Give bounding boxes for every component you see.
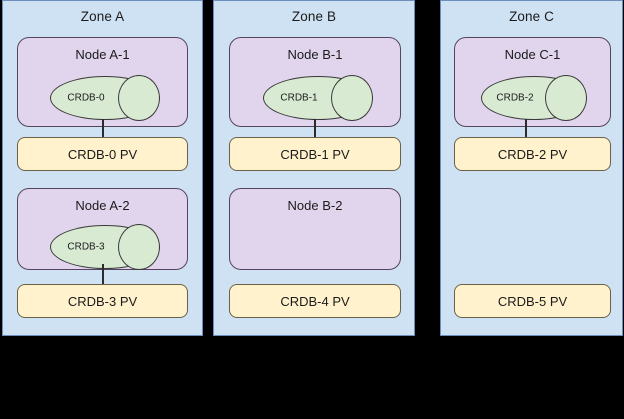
node-box-a-2: Node A-2 CRDB-3 [17,188,188,270]
pv-box-crdb-4: CRDB-4 PV [229,284,401,318]
node-label-a-1: Node A-1 [75,47,130,62]
pv-label-crdb-2: CRDB-2 PV [497,146,568,162]
cylinder-end-cap [331,75,373,121]
zone-panel-c: Zone C Node C-1 CRDB-2 CRDB-2 PV CRDB-5 … [440,0,623,336]
crdb-pod-label-2: CRDB-2 [496,92,534,104]
node-label-b-2: Node B-2 [287,198,343,213]
zone-panel-b: Zone B Node B-1 CRDB-1 CRDB-1 PV Node B-… [213,0,415,336]
zone-title-a: Zone A [80,9,125,24]
node-box-a-1: Node A-1 CRDB-0 [17,37,188,127]
pv-box-crdb-2: CRDB-2 PV [454,137,611,171]
zone-title-c: Zone C [509,9,554,24]
pod-pv-connector-2 [525,119,527,139]
crdb-pod-label-0: CRDB-0 [67,92,105,104]
node-box-b-2: Node B-2 [229,188,401,270]
cylinder-end-cap [118,75,160,121]
pv-label-crdb-4: CRDB-4 PV [280,293,350,309]
pod-pv-connector-3 [102,264,104,284]
cylinder-end-cap [118,224,160,270]
pv-label-crdb-3: CRDB-3 PV [67,293,138,309]
crdb-pod-label-3: CRDB-3 [67,241,105,253]
pv-box-crdb-5: CRDB-5 PV [454,284,611,318]
node-label-a-2: Node A-2 [75,198,130,213]
node-box-c-1: Node C-1 CRDB-2 [454,37,611,127]
crdb-pod-2: CRDB-2 [481,75,587,121]
crdb-pod-label-1: CRDB-1 [280,92,318,104]
cylinder-end-cap [545,75,587,121]
crdb-pod-1: CRDB-1 [263,75,373,121]
pv-box-crdb-3: CRDB-3 PV [17,284,188,318]
pod-pv-connector-0 [102,119,104,139]
node-label-b-1: Node B-1 [287,47,343,62]
zone-title-b: Zone B [291,9,337,24]
crdb-pod-0: CRDB-0 [50,75,160,121]
pod-pv-connector-1 [314,119,316,139]
pv-label-crdb-1: CRDB-1 PV [280,146,350,162]
pv-box-crdb-0: CRDB-0 PV [17,137,188,171]
node-label-c-1: Node C-1 [504,47,561,62]
zone-panel-a: Zone A Node A-1 CRDB-0 CRDB-0 PV Node A-… [2,0,203,336]
pv-label-crdb-5: CRDB-5 PV [497,293,568,309]
crdb-pod-3: CRDB-3 [50,224,160,270]
pv-label-crdb-0: CRDB-0 PV [67,146,138,162]
pv-box-crdb-1: CRDB-1 PV [229,137,401,171]
node-box-b-1: Node B-1 CRDB-1 [229,37,401,127]
